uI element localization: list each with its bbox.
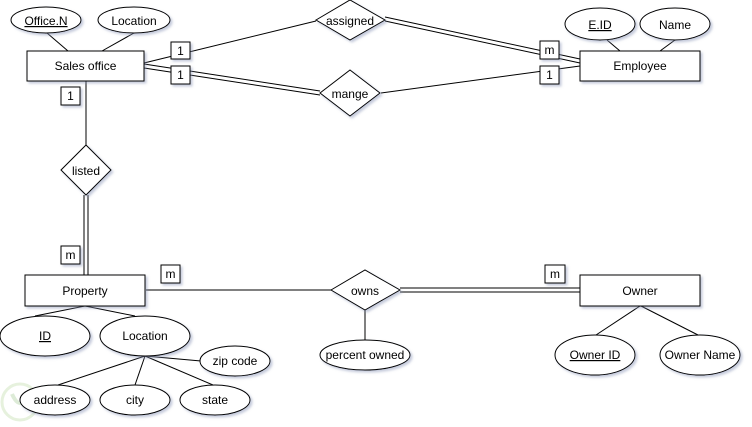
cardinality-text: m [166,267,176,281]
entity-label: Owner [622,284,657,298]
attribute-label: Owner Name [665,348,736,362]
attribute-address[interactable]: address [19,384,91,416]
line-owner-id [595,305,641,336]
line-loc-city [134,355,146,386]
cardinality-text: 1 [546,68,553,82]
line-office-n [46,32,69,52]
entity-label: Employee [613,59,667,73]
cardinality-text: 1 [177,44,184,58]
entity-sales-office[interactable]: Sales office [26,50,145,82]
line-loc-state [144,355,214,386]
attribute-label: percent owned [326,348,405,362]
attribute-label: state [202,393,228,407]
attribute-e-id[interactable]: E.ID [564,7,636,41]
attribute-label: Office.N [24,14,67,28]
line-sales-assigned [143,20,317,64]
attribute-employee-name[interactable]: Name [639,7,711,41]
line-sales-mange-a [143,63,321,92]
entity-owner[interactable]: Owner [579,274,701,307]
entity-employee[interactable]: Employee [579,50,701,82]
attribute-owner-id[interactable]: Owner ID [554,334,636,376]
attribute-label: Location [122,329,167,343]
cardinality-owner-owns: m [544,264,566,284]
attribute-label: Name [659,18,691,32]
line-office-location [101,32,135,52]
attribute-office-n[interactable]: Office.N [10,6,82,34]
attribute-city[interactable]: city [99,384,171,416]
attribute-label: Location [111,14,156,28]
cardinality-text: m [66,248,76,262]
attribute-label: Owner ID [570,348,621,362]
attribute-property-location[interactable]: Location [99,315,191,357]
attribute-zip-code[interactable]: zip code [199,345,271,377]
cardinality-employee-assigned: m [539,40,560,60]
cardinality-sales-listed: 1 [60,86,81,106]
entity-label: Sales office [55,59,117,73]
cardinality-sales-assigned: 1 [170,41,191,60]
relationship-assigned[interactable]: assigned [315,0,387,41]
attribute-label: address [34,393,77,407]
relationship-label: owns [351,284,379,298]
cardinality-employee-mange: 1 [539,65,560,85]
entity-label: Property [62,284,107,298]
line-prop-location [84,305,136,317]
attribute-percent-owned[interactable]: percent owned [319,339,411,371]
relationship-owns[interactable]: owns [330,269,402,311]
line-loc-address [57,355,146,386]
attribute-state[interactable]: state [179,384,251,416]
attribute-owner-name[interactable]: Owner Name [659,334,741,376]
cardinality-text: m [545,43,555,57]
relationship-mange[interactable]: mange [319,69,381,117]
cardinality-property-owns: m [160,264,181,284]
attribute-office-location[interactable]: Location [97,6,171,34]
relationship-label: mange [332,87,369,101]
cardinality-text: 1 [67,89,74,103]
cardinality-text: 1 [177,68,184,82]
attribute-label: ID [39,329,51,343]
cardinality-property-listed: m [60,245,81,265]
relationship-label: assigned [326,14,374,28]
line-loc-zip [144,355,202,362]
line-prop-id [34,305,86,317]
relationship-label: listed [72,164,100,178]
entity-property[interactable]: Property [24,274,146,307]
cardinality-sales-mange: 1 [170,65,191,85]
relationship-listed[interactable]: listed [60,144,112,196]
cardinality-text: m [550,267,560,281]
attribute-label: E.ID [588,18,612,32]
line-owner-name [640,305,699,336]
attribute-property-id[interactable]: ID [0,315,91,357]
line-eid [606,39,621,52]
attribute-label: city [126,393,144,407]
line-name [659,39,676,52]
attribute-label: zip code [213,354,258,368]
line-sales-mange-b [143,67,321,96]
